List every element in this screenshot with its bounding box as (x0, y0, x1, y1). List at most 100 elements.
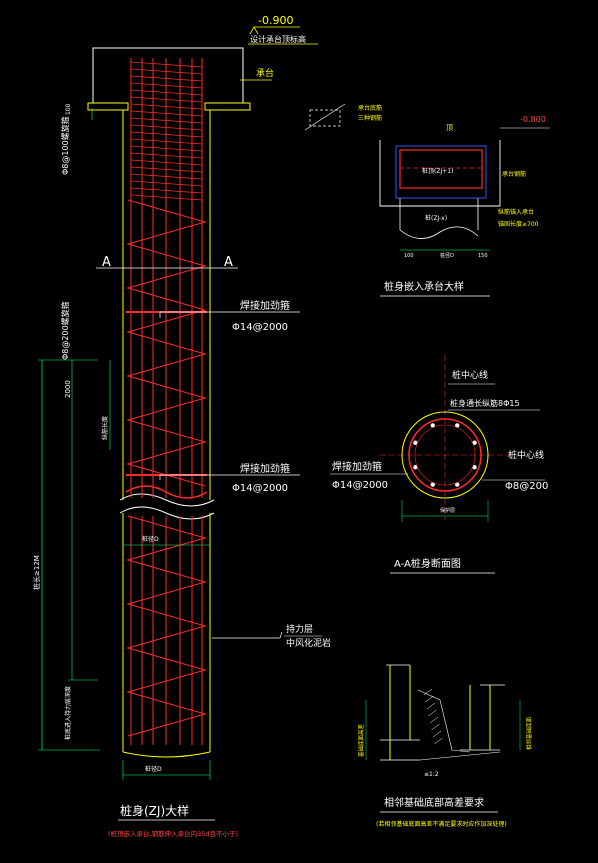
break-line-lower (119, 506, 215, 520)
dim-d1-text: 桩径D (142, 535, 159, 543)
section-bar-dot (455, 482, 460, 487)
pile-detail-note: (桩顶嵌入承台,钢筋伸入承台内35d且不小于) (108, 829, 238, 838)
cap-pile-top-label: 桩顶(ZJ+1) (422, 167, 453, 175)
dim-top-text: 100 (65, 103, 72, 115)
section-inner-ring (414, 424, 476, 486)
soil-hatch-line (428, 709, 437, 717)
section-bar-dot (430, 423, 435, 428)
stiffener-2-leader (159, 474, 300, 480)
pile-stub-break (399, 226, 479, 239)
soil-hatch-line (425, 695, 434, 703)
base-label-right: 相邻基础底面 (525, 716, 533, 750)
bearing-layer-label: 持力层 (286, 623, 313, 635)
base-slope-text: ≤1:2 (424, 771, 439, 778)
dim-mid-text: 2000 (64, 380, 72, 398)
section-main-bars (413, 423, 477, 487)
soil-hatch-line (423, 688, 433, 696)
spiral-stirrup (130, 194, 203, 201)
section-aa-title: A-A桩身断面图 (394, 557, 461, 570)
section-spiral-circle (408, 418, 482, 492)
spiral-stirrup (130, 173, 203, 180)
cap-min-label: 锚固长度≥700 (498, 220, 539, 228)
spiral-zigzag (126, 199, 207, 487)
spiral-stirrup (130, 110, 203, 117)
section-stiffener-label: 焊接加劲箍 (332, 460, 382, 473)
spiral-stirrup (130, 131, 203, 138)
soil-hatch-line (431, 723, 440, 731)
section-center-label-1: 桩中心线 (452, 369, 488, 381)
base-label-left: 基础底面高差 (357, 723, 365, 757)
soil-hatch-line (426, 702, 436, 710)
dim-main-bar-text: 纵筋长度 (101, 416, 109, 440)
pile-bottom (122, 751, 211, 758)
cap-left-ledge (87, 102, 129, 111)
stiffener-2-label: 焊接加劲箍 (240, 462, 290, 475)
section-bar-dot (455, 423, 460, 428)
break-line-upper (119, 493, 215, 507)
spiral-stirrup (130, 138, 203, 145)
section-mark-right: A (224, 255, 233, 270)
cap-top-label: 顶 (446, 124, 453, 132)
base-detail: ≤1:2 基础底面高差 相邻基础底面 相邻基础底部高差要求 (若相邻基础底面高差… (357, 664, 533, 828)
dim-pile-bottom-text: 桩底进入持力层深度 (64, 686, 72, 740)
spiral-stirrup (130, 103, 203, 110)
section-bar-dot (413, 465, 418, 470)
spiral-stirrup (130, 166, 203, 173)
spiral-stirrup (130, 75, 203, 82)
cap-weld-label: 纵筋锚入承台 (498, 208, 534, 216)
section-bar-dot (472, 465, 477, 470)
bearing-rock-label: 中风化泥岩 (286, 637, 331, 649)
spiral-stirrup (130, 82, 203, 89)
spiral-stirrup (130, 145, 203, 152)
spiral-stirrup (130, 180, 203, 187)
cap-label: 承台 (256, 67, 274, 79)
base-detail-title: 相邻基础底部高差要求 (384, 796, 484, 809)
dim-d2-text: 桩径D (145, 765, 162, 773)
cap-right-ledge (204, 102, 251, 111)
stiffener-1-leader (159, 311, 300, 318)
soil-hatch-line (432, 730, 442, 738)
stiffener-wave (125, 485, 208, 499)
cap-detail: 承台底筋 三种钢筋 顶 -0.800 桩顶(ZJ+1) 承台钢筋 桩(ZJ-x)… (304, 103, 550, 297)
stiffener-1-label: 焊接加劲箍 (240, 299, 290, 312)
stiffener-2-spec: Φ14@2000 (232, 483, 288, 494)
top-level-value: -0.900 (258, 14, 293, 27)
section-outer-circle (401, 411, 489, 499)
spiral-stirrup (130, 68, 203, 75)
cap-red-rebar (399, 149, 483, 189)
section-main-bar-label: 桩身通长纵筋8Φ15 (450, 398, 520, 408)
section-spiral-spec: Φ8@200 (505, 481, 548, 492)
section-cover-label: 保护层 (440, 507, 455, 514)
top-level-note: 设计承台顶标高 (250, 34, 306, 44)
cap-anchor-label: 承台钢筋 (502, 170, 526, 178)
bearing-leader (212, 631, 283, 639)
cap-detail-symbol-diag (304, 103, 346, 131)
cap-dim-b: 桩径D (440, 252, 454, 259)
section-aa: 桩中心线 桩身通长纵筋8Φ15 桩中心线 焊接加劲箍 Φ14@2000 Φ8@2… (330, 355, 548, 574)
base-soil-hatch (423, 688, 443, 745)
spiral-stirrup (130, 96, 203, 103)
cap-body-outline (379, 140, 501, 207)
soil-hatch-line (434, 737, 443, 745)
soil-hatch-line (429, 716, 439, 724)
section-mark-left: A (102, 255, 111, 270)
spiral-stirrup (130, 187, 203, 194)
cap-three-label: 三种钢筋 (358, 114, 382, 122)
dim-long-text: 桩长≥12M (32, 555, 41, 590)
stirrup-top-label: Φ8@100螺旋箍 (60, 116, 70, 175)
cap-outline (92, 47, 244, 103)
cap-detail-symbol (309, 109, 341, 127)
spiral-zigzag (126, 515, 207, 737)
spiral-stirrup (130, 152, 203, 159)
section-bar-dot (413, 440, 418, 445)
cap-dim-c: 150 (478, 253, 488, 259)
level-triangle (249, 26, 259, 35)
pile-detail: -0.900 设计承台顶标高 承台 A A 焊接加劲箍 Φ14@2000 焊接加… (32, 14, 331, 838)
spiral-stirrup (130, 159, 203, 166)
cap-detail-title: 桩身嵌入承台大样 (384, 280, 464, 293)
cap-dim-a: 100 (404, 253, 414, 259)
cap-pile-label: 桩(ZJ-x) (425, 214, 447, 222)
spiral-stirrup (130, 61, 203, 68)
section-center-label-2: 桩中心线 (508, 449, 544, 461)
